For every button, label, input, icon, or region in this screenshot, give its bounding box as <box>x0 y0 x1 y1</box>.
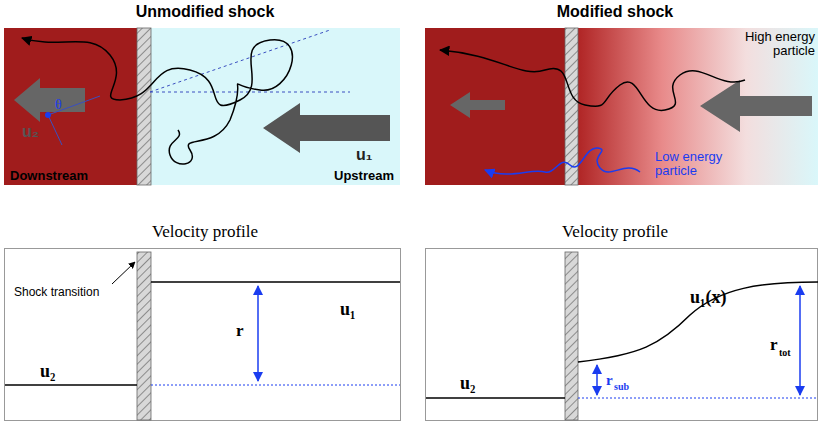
upstream-region <box>151 28 400 185</box>
particle-dot <box>45 112 51 118</box>
particle-trajectory <box>22 38 292 164</box>
downstream-region <box>4 28 137 185</box>
ratio-subscript: sub <box>614 381 629 392</box>
velocity-symbol: u₁(x) <box>690 288 726 308</box>
particle-trajectory <box>485 148 640 174</box>
downstream-region: Downstream <box>4 28 137 185</box>
shock-front <box>137 28 151 185</box>
shock-front <box>565 28 578 185</box>
annotation: Shock transition <box>14 286 99 299</box>
plot-title: Velocity profile <box>152 223 258 242</box>
flow-arrow <box>263 103 390 153</box>
particle-label: Low energy particle <box>655 150 735 179</box>
ratio-symbol: r <box>606 372 613 389</box>
flow-arrow <box>700 80 812 132</box>
reference-line <box>578 398 818 399</box>
ratio-symbol: r <box>770 336 778 355</box>
velocity-curve <box>578 282 818 362</box>
ratio-subscript: tot <box>779 347 791 358</box>
precursor-region <box>578 28 818 185</box>
shock-transition <box>137 252 151 420</box>
region-label: Downstream <box>10 169 88 183</box>
velocity-line <box>5 384 137 386</box>
flow-arrow <box>14 78 85 122</box>
flow-arrow <box>450 92 505 118</box>
guide-line <box>150 30 330 92</box>
leader-line <box>112 262 135 284</box>
ratio-symbol: r <box>236 322 244 341</box>
ratio-arrow <box>799 286 801 395</box>
velocity-symbol: u₁ <box>356 146 372 164</box>
velocity-symbol: u₂ <box>40 362 55 382</box>
panel-title: Modified shock <box>557 3 673 21</box>
velocity-line <box>151 281 400 283</box>
angle-line <box>48 96 100 115</box>
velocity-symbol: u₁ <box>340 300 355 320</box>
reference-line <box>151 385 400 386</box>
panel-title: Unmodified shock <box>136 3 275 21</box>
ratio-arrow <box>257 286 259 381</box>
plot-frame <box>426 249 818 421</box>
particle-trajectory <box>440 50 745 110</box>
angle-line <box>48 115 62 145</box>
velocity-symbol: u₂ <box>460 374 475 394</box>
region-label: Upstream <box>334 169 394 183</box>
downstream-region <box>425 28 565 185</box>
velocity-symbol: u₂ <box>22 123 39 141</box>
shock-transition <box>565 252 578 420</box>
velocity-line <box>426 397 565 399</box>
ratio-arrow <box>596 365 598 395</box>
plot-frame <box>5 249 401 421</box>
plot-title: Velocity profile <box>562 223 668 242</box>
particle-label: High energy particle <box>715 30 815 59</box>
angle-symbol: θ <box>55 97 62 112</box>
